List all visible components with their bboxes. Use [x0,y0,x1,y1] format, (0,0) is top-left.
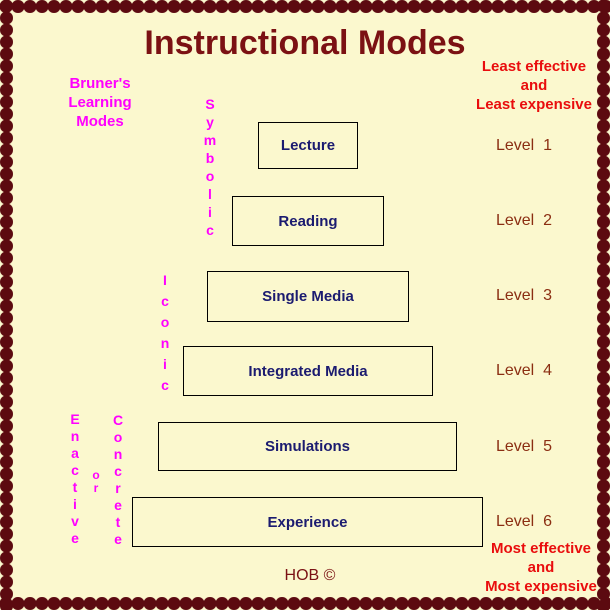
mode-box-experience: Experience [132,497,483,547]
most-effective-annotation: Most effective and Most expensive [478,539,604,596]
most-effective-line-1: Most effective [490,540,592,557]
level-3-label: Level 3 [495,287,553,304]
scalloped-border-top [0,0,610,13]
most-effective-line-2: and [527,559,555,576]
credit-label: HOB © [284,567,336,584]
mode-box-integrated-media: Integrated Media [183,346,433,396]
least-effective-annotation: Least effective and Least expensive [468,57,600,114]
bruner-learning-modes-label: Bruner's Learning Modes [40,74,160,131]
bruner-line-2: Learning [68,94,132,111]
level-1-label: Level 1 [495,137,553,154]
level-6-label: Level 6 [495,513,553,530]
least-effective-line-2: and [520,77,548,94]
mode-box-single-media: Single Media [207,271,409,322]
level-5-label: Level 5 [495,438,553,455]
bruner-line-3: Modes [76,113,124,130]
mode-box-simulations: Simulations [158,422,457,471]
scalloped-border-bottom [0,597,610,610]
most-effective-line-3: Most expensive [485,578,597,595]
mode-box-reading: Reading [232,196,384,246]
least-effective-line-1: Least effective [481,58,587,75]
page-title: Instructional Modes [144,24,466,62]
mode-box-lecture: Lecture [258,122,358,169]
level-2-label: Level 2 [495,212,553,229]
least-effective-line-3: Least expensive [476,96,592,113]
level-4-label: Level 4 [495,362,553,379]
scalloped-border-left [0,0,13,610]
bruner-line-1: Bruner's [69,75,131,92]
